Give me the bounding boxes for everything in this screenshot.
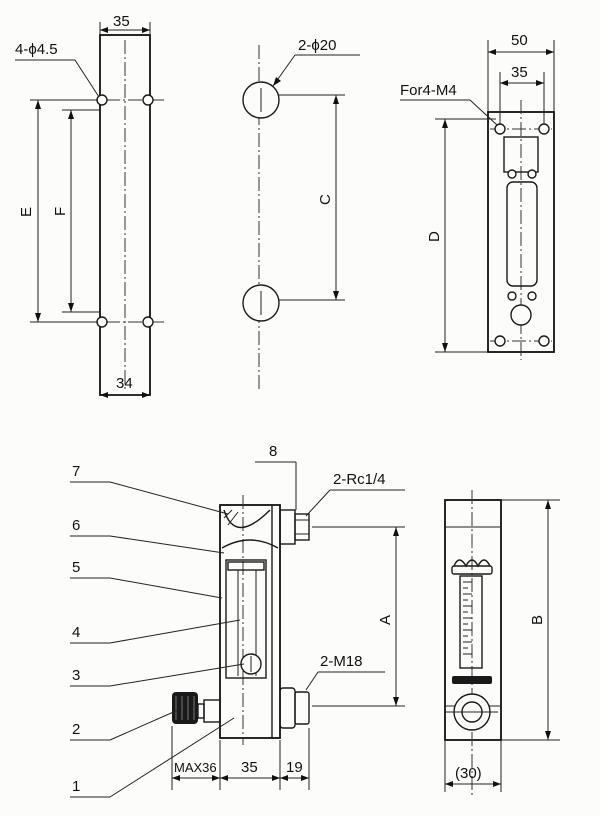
dim-text-body: 35 (241, 759, 258, 776)
dim-text-max: MAX36 (174, 760, 217, 775)
sight-window (506, 181, 538, 287)
flowmeter-body (219, 504, 281, 739)
callout-1: 1 (72, 778, 80, 795)
top-center-view: 2-ϕ20 C (242, 37, 360, 390)
outlet-fitting-nut (279, 687, 296, 729)
leader-4 (109, 619, 241, 644)
leader-inlet (305, 489, 331, 517)
dim-text-A: A (377, 615, 394, 625)
outlet-fitting (294, 691, 310, 725)
top-right-view: 50 35 For4-M4 D (400, 32, 555, 360)
lower-port (510, 304, 532, 326)
bottom-right-view: B (30) (444, 490, 560, 795)
glass-tube (225, 559, 267, 679)
dim-text-D: D (426, 231, 443, 242)
mounting-hole-tr (142, 94, 154, 106)
dim-text-E: E (18, 207, 35, 217)
callout-3: 3 (72, 667, 80, 684)
leader-threads (469, 99, 498, 126)
leader-5 (109, 577, 223, 599)
mounting-hole-br (142, 316, 154, 328)
dim-text-30: (30) (455, 765, 482, 782)
dim-text-fitting: 19 (286, 759, 303, 776)
dim-text-F: F (52, 207, 69, 216)
dim-text-C: C (317, 194, 334, 205)
front-body-outline (444, 499, 502, 741)
plate-hole-bl (494, 335, 506, 347)
callout-6: 6 (72, 517, 80, 534)
dim-text-35-top: 35 (113, 13, 130, 30)
leader-7 (109, 481, 229, 515)
top-left-view: 35 4-ϕ4.5 E F 34 (15, 13, 165, 398)
upper-block (503, 136, 539, 173)
dim-text-35-right: 35 (511, 64, 528, 81)
leader-holes (74, 59, 100, 98)
leader-6 (109, 535, 225, 554)
dim-text-outlet: 2-M18 (320, 653, 363, 670)
inlet-fitting-nut (279, 509, 296, 545)
plate-hole-tl (494, 123, 506, 135)
callout-2: 2 (72, 721, 80, 738)
top-cap-curve (223, 509, 271, 528)
dim-text-port-dia: 2-ϕ20 (298, 37, 336, 54)
scale-ticks (463, 581, 472, 655)
inlet-fitting (294, 513, 310, 541)
plate-hole-tr (538, 123, 550, 135)
dim-text-hole-count: 4-ϕ4.5 (15, 41, 58, 58)
dim-text-inlet: 2-Rc1/4 (333, 471, 386, 488)
dim-text-50: 50 (511, 32, 528, 49)
plate-hole-br (538, 335, 550, 347)
callout-7: 7 (72, 463, 80, 480)
dim-text-34: 34 (116, 375, 133, 392)
dim-text-B: B (529, 615, 546, 625)
dim-text-threads: For4-M4 (400, 82, 457, 99)
scale-tube (459, 575, 483, 669)
valve-knob (172, 692, 198, 724)
valve-stem (203, 699, 221, 723)
callout-5: 5 (72, 559, 80, 576)
callout-8: 8 (269, 443, 277, 460)
leader-2 (109, 709, 179, 741)
bottom-left-view: 7 6 5 4 3 2 1 8 2-Rc1/4 2-M18 (70, 443, 405, 798)
leader-outlet (305, 671, 319, 691)
leader-3 (109, 663, 245, 687)
mounting-hole-bl (96, 316, 108, 328)
top-nut-scallops (453, 559, 491, 568)
bottom-seal-band (452, 676, 492, 684)
callout-4: 4 (72, 624, 80, 641)
